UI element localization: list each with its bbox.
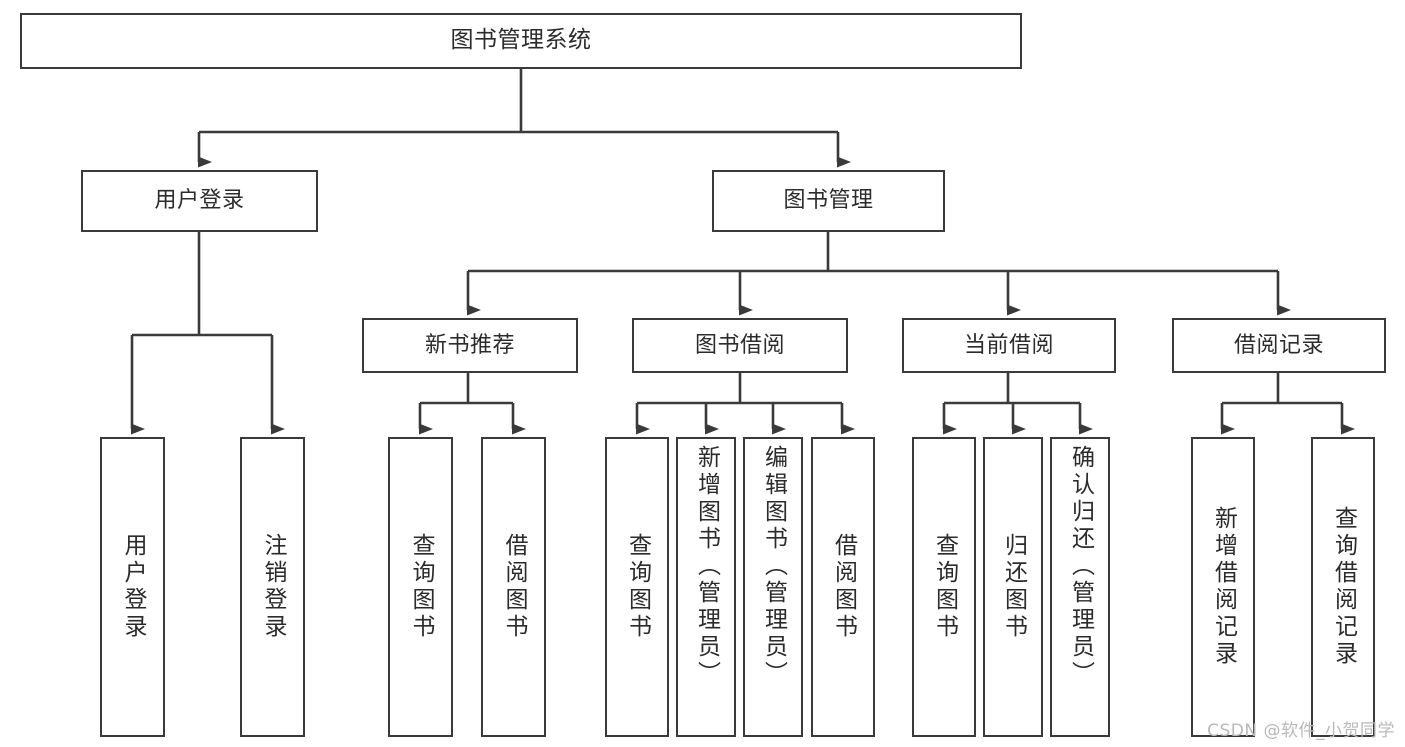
node-leaf-confirm-return[interactable]: 确认归还（管理员）: [1050, 437, 1110, 737]
node-borrow-record[interactable]: 借阅记录: [1172, 318, 1386, 373]
node-leaf-query-book-3[interactable]: 查询图书: [912, 437, 976, 737]
node-book-manage-label: 图书管理: [783, 188, 874, 214]
node-new-book-recommend[interactable]: 新书推荐: [362, 318, 578, 373]
node-leaf-add-record-label: 新增借阅记录: [1210, 506, 1237, 668]
node-leaf-edit-book-label: 编辑图书（管理员）: [760, 445, 787, 688]
node-leaf-query-book-3-label: 查询图书: [931, 533, 958, 641]
node-leaf-add-book-label: 新增图书（管理员）: [693, 445, 720, 688]
node-leaf-confirm-return-label: 确认归还（管理员）: [1067, 445, 1094, 688]
node-book-borrow-label: 图书借阅: [694, 332, 785, 358]
node-leaf-edit-book[interactable]: 编辑图书（管理员）: [743, 437, 803, 737]
node-user-login[interactable]: 用户登录: [81, 170, 318, 232]
node-leaf-return-book[interactable]: 归还图书: [983, 437, 1043, 737]
node-leaf-query-record[interactable]: 查询借阅记录: [1311, 437, 1375, 737]
node-book-manage[interactable]: 图书管理: [712, 170, 945, 232]
node-borrow-record-label: 借阅记录: [1233, 332, 1324, 358]
node-leaf-add-record[interactable]: 新增借阅记录: [1191, 437, 1255, 737]
node-book-borrow[interactable]: 图书借阅: [632, 318, 848, 373]
node-current-borrow[interactable]: 当前借阅: [902, 318, 1116, 373]
node-leaf-user-login-label: 用户登录: [120, 533, 146, 641]
node-leaf-logout-login-label: 注销登录: [260, 533, 286, 641]
node-user-login-label: 用户登录: [154, 188, 245, 214]
node-leaf-query-record-label: 查询借阅记录: [1330, 506, 1357, 668]
node-leaf-borrow-book-1-label: 借阅图书: [501, 533, 527, 641]
node-leaf-query-book-2-label: 查询图书: [624, 533, 651, 641]
node-leaf-user-login[interactable]: 用户登录: [100, 437, 165, 737]
node-leaf-return-book-label: 归还图书: [1000, 533, 1027, 641]
node-current-borrow-label: 当前借阅: [963, 332, 1054, 358]
node-leaf-query-book-2[interactable]: 查询图书: [605, 437, 669, 737]
node-root-label: 图书管理系统: [450, 27, 592, 54]
node-leaf-borrow-book-2-label: 借阅图书: [830, 533, 857, 641]
node-leaf-borrow-book-2[interactable]: 借阅图书: [811, 437, 875, 737]
node-leaf-borrow-book-1[interactable]: 借阅图书: [481, 437, 546, 737]
node-new-book-recommend-label: 新书推荐: [424, 332, 515, 358]
node-leaf-logout-login[interactable]: 注销登录: [240, 437, 305, 737]
node-leaf-query-book-1-label: 查询图书: [408, 533, 434, 641]
node-root[interactable]: 图书管理系统: [20, 13, 1022, 69]
node-leaf-query-book-1[interactable]: 查询图书: [388, 437, 453, 737]
node-leaf-add-book[interactable]: 新增图书（管理员）: [676, 437, 736, 737]
